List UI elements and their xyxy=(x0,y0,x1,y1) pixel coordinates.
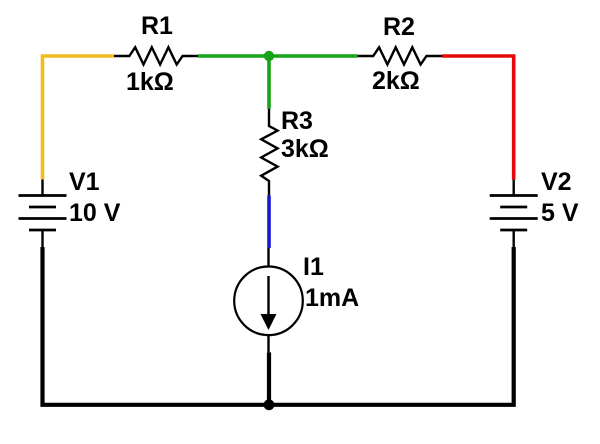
svg-text:R3: R3 xyxy=(281,107,313,135)
svg-text:3kΩ: 3kΩ xyxy=(281,135,329,163)
svg-text:1kΩ: 1kΩ xyxy=(126,68,174,96)
svg-text:2kΩ: 2kΩ xyxy=(372,67,420,95)
svg-text:5 V: 5 V xyxy=(541,199,579,227)
svg-text:I1: I1 xyxy=(303,253,324,281)
svg-text:10 V: 10 V xyxy=(69,199,121,227)
svg-text:V2: V2 xyxy=(541,168,572,196)
svg-text:R1: R1 xyxy=(141,12,173,40)
svg-text:1mA: 1mA xyxy=(305,284,359,312)
svg-text:V1: V1 xyxy=(69,168,100,196)
svg-text:R2: R2 xyxy=(383,13,415,41)
